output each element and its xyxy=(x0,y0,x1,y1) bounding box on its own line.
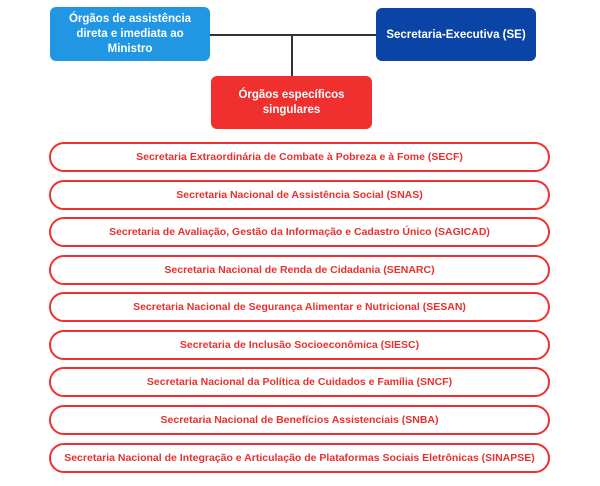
secretariat-item-sncf: Secretaria Nacional da Política de Cuida… xyxy=(49,367,550,397)
secretariat-label: Secretaria de Avaliação, Gestão da Infor… xyxy=(109,226,490,238)
secretariat-item-senarc: Secretaria Nacional de Renda de Cidadani… xyxy=(49,255,550,285)
secretariat-label: Secretaria Nacional de Integração e Arti… xyxy=(64,452,535,464)
secretariat-item-snas: Secretaria Nacional de Assistência Socia… xyxy=(49,180,550,210)
assistance-organs-box: Órgãos de assistência direta e imediata … xyxy=(50,7,210,61)
secretariat-item-snba: Secretaria Nacional de Benefícios Assist… xyxy=(49,405,550,435)
secretariat-label: Secretaria Nacional de Renda de Cidadani… xyxy=(164,264,435,276)
secretariat-label: Secretaria Nacional de Segurança Aliment… xyxy=(133,301,466,313)
secretariat-item-sesan: Secretaria Nacional de Segurança Aliment… xyxy=(49,292,550,322)
connector-horizontal xyxy=(210,34,376,36)
assistance-organs-label: Órgãos de assistência direta e imediata … xyxy=(68,12,192,55)
secretariat-label: Secretaria Nacional da Política de Cuida… xyxy=(146,376,453,388)
secretariat-item-siesc: Secretaria de Inclusão Socioeconômica (S… xyxy=(49,330,550,360)
secretariat-label: Secretaria de Inclusão Socioeconômica (S… xyxy=(179,339,420,351)
specific-organs-label: Órgãos específicos singulares xyxy=(238,88,345,116)
secretariat-label: Secretaria Nacional de Assistência Socia… xyxy=(176,189,423,201)
specific-organs-box: Órgãos específicos singulares xyxy=(211,76,372,129)
executive-secretariat-box: Secretaria-Executiva (SE) xyxy=(376,8,536,61)
secretariat-item-sagicad: Secretaria de Avaliação, Gestão da Infor… xyxy=(49,217,550,247)
secretariat-label: Secretaria Nacional de Benefícios Assist… xyxy=(160,414,439,426)
secretariat-item-secf: Secretaria Extraordinária de Combate à P… xyxy=(49,142,550,172)
secretariat-label: Secretaria Extraordinária de Combate à P… xyxy=(136,151,463,163)
connector-vertical xyxy=(291,34,293,76)
executive-secretariat-label: Secretaria-Executiva (SE) xyxy=(386,28,526,41)
secretariat-item-sinapse: Secretaria Nacional de Integração e Arti… xyxy=(49,443,550,473)
